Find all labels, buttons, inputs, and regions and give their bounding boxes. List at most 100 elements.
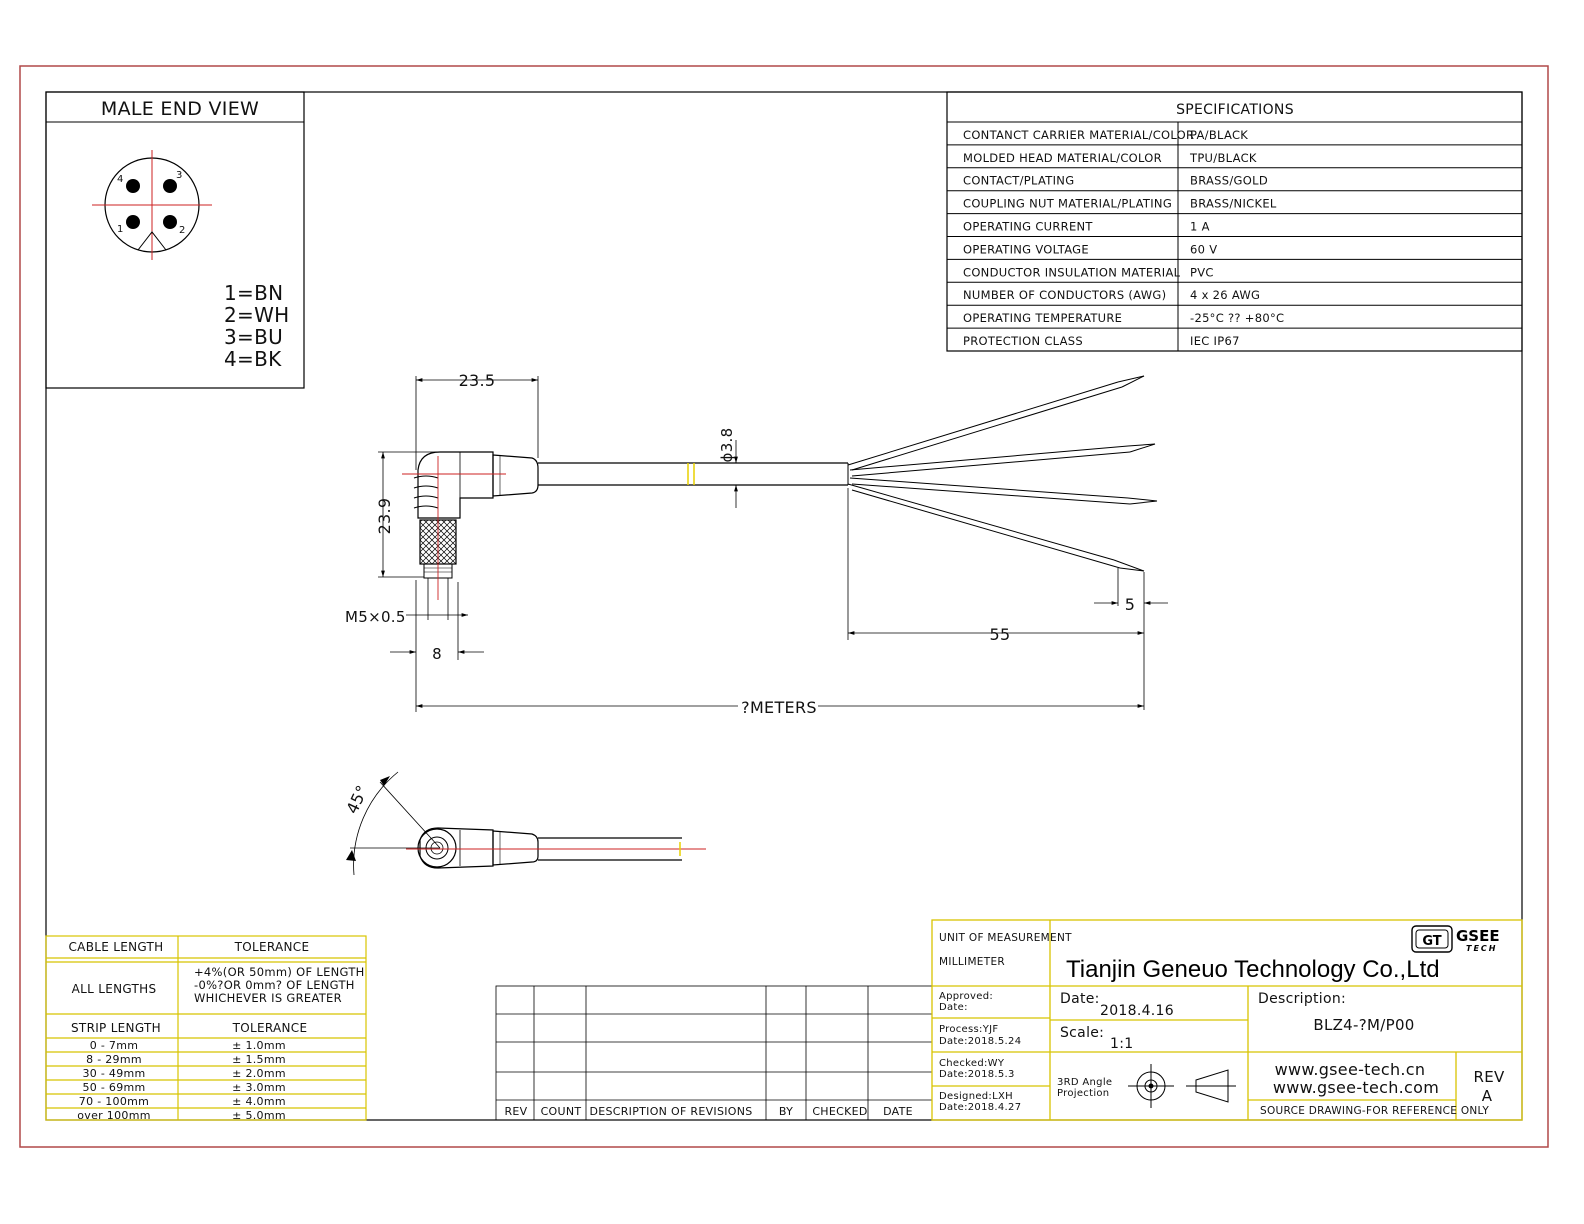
logo-brand: GSEE [1456,927,1500,945]
spec-label: PROTECTION CLASS [963,334,1083,348]
all-lengths-tol-1: +4%(OR 50mm) OF LENGTH [194,965,365,979]
spec-label: CONDUCTOR INSULATION MATERIAL [963,265,1181,279]
strip-tolerance: ± 3.0mm [232,1081,286,1094]
pin-label-4: 4 [117,174,123,185]
spec-value: 1 A [1190,220,1210,234]
wire-code-3: 3=BU [224,325,283,349]
dim-jacket-strip: 55 [990,625,1011,644]
spec-value: BRASS/GOLD [1190,174,1268,188]
spec-grid: CONTANCT CARRIER MATERIAL/COLORPA/BLACKM… [947,122,1522,351]
strip-tolerance: ± 1.5mm [232,1053,286,1066]
description-label: Description: [1258,991,1346,1007]
logo-gt: GT [1422,934,1441,949]
projection-line-1: 3RD Angle [1057,1077,1112,1088]
unit-value: MILLIMETER [939,956,1005,968]
process-date: Date:2018.5.24 [939,1036,1021,1047]
spec-value: -25°C ?? +80°C [1190,311,1284,325]
checked-label: Checked:WY [939,1058,1005,1069]
rev-header-description: DESCRIPTION OF REVISIONS [589,1105,752,1118]
unit-label: UNIT OF MEASUREMENT [939,932,1072,944]
spec-label: OPERATING TEMPERATURE [963,311,1122,325]
website-com: www.gsee-tech.com [1273,1078,1439,1097]
conductor-wires [847,375,1158,572]
source-note: SOURCE DRAWING-FOR REFERENCE ONLY [1260,1105,1489,1117]
all-lengths-label: ALL LENGTHS [72,982,157,996]
gsee-logo: GT GSEE TECH [1411,925,1500,953]
pin-4 [126,179,140,193]
rev-label: REV [1473,1068,1504,1086]
description-value: BLZ4-?M/P00 [1313,1016,1414,1034]
specifications-table: SPECIFICATIONS CONTANCT CARRIER MATERIAL… [946,91,1523,352]
spec-label: CONTANCT CARRIER MATERIAL/COLOR [963,128,1194,142]
strip-tolerance: ± 5.0mm [232,1109,286,1122]
dim-strip: 5 [1125,595,1135,614]
designed-date: Date:2018.4.27 [939,1102,1021,1113]
projection-line-2: Projection [1057,1088,1109,1099]
dim-head-height: 23.9 [375,498,394,535]
website-cn: www.gsee-tech.cn [1275,1060,1426,1079]
dim-cable-diameter: ϕ3.8 [718,428,736,463]
male-end-view-title: MALE END VIEW [101,98,259,120]
strip-tolerance-header: TOLERANCE [232,1021,308,1035]
wire-code-1: 1=BN [224,281,283,305]
rev-value: A [1482,1087,1493,1105]
spec-value: BRASS/NICKEL [1190,197,1277,211]
spec-label: NUMBER OF CONDUCTORS (AWG) [963,288,1166,302]
spec-value: PA/BLACK [1190,128,1248,142]
rev-header-count: COUNT [541,1105,582,1118]
scale-label: Scale: [1060,1025,1104,1041]
male-end-view: MALE END VIEW 4 3 1 2 1=BN 2=WH 3=BU 4=B… [45,91,305,389]
dim-angle: 45° [342,782,372,817]
side-view: 23.5 23.9 ϕ3.8 M5×0.5 8 5 55 ? [345,371,1168,717]
strip-tolerance: ± 4.0mm [232,1095,286,1108]
pin-label-3: 3 [176,170,182,181]
spec-label: COUPLING NUT MATERIAL/PLATING [963,197,1172,211]
process-label: Process:YJF [939,1024,998,1035]
cable-tolerance-header: TOLERANCE [234,940,310,954]
tolerance-table [45,935,367,1121]
third-angle-projection-icon [1128,1064,1236,1108]
rotation-view: 45° [342,771,706,876]
rev-header-date: DATE [883,1105,913,1118]
spec-value: 60 V [1190,242,1217,256]
outer-frame [19,65,1549,1148]
rev-header-by: BY [779,1105,793,1118]
molded-head [417,451,494,519]
designed-label: Designed:LXH [939,1091,1013,1102]
date-value: 2018.4.16 [1100,1003,1174,1019]
pin-2 [163,215,177,229]
spec-value: 4 x 26 AWG [1190,288,1260,302]
approved-label: Approved: [939,991,993,1002]
spec-value: TPU/BLACK [1189,151,1257,165]
strip-range: 50 - 69mm [82,1081,145,1094]
logo-sub: TECH [1466,944,1498,953]
pin-3 [163,179,177,193]
spec-value: IEC IP67 [1190,334,1240,348]
all-lengths-tol-3: WHICHEVER IS GREATER [194,991,342,1005]
spec-label: OPERATING CURRENT [963,220,1093,234]
pin-label-1: 1 [117,224,123,235]
revision-table [495,985,933,1121]
dim-head-length: 23.5 [459,371,496,390]
strip-range: 0 - 7mm [90,1039,139,1052]
strip-tolerance: ± 1.0mm [232,1039,286,1052]
strip-range: 30 - 49mm [82,1067,145,1080]
scale-value: 1:1 [1110,1036,1133,1052]
spec-value: PVC [1190,265,1214,279]
checked-date: Date:2018.5.3 [939,1069,1015,1080]
strip-range: over 100mm [77,1109,150,1122]
dim-thread: M5×0.5 [345,608,406,626]
spec-label: CONTACT/PLATING [963,174,1074,188]
dim-nut-width: 8 [432,645,442,663]
pin-label-2: 2 [179,225,185,236]
cable-length-header: CABLE LENGTH [69,940,164,954]
date-label: Date: [1060,991,1100,1007]
strip-tolerance: ± 2.0mm [232,1067,286,1080]
all-lengths-tol-2: -0%?OR 0mm? OF LENGTH [194,978,355,992]
rev-header-rev: REV [504,1105,527,1118]
dim-total-length: ?METERS [741,698,817,717]
wire-code-4: 4=BK [224,347,282,371]
company-name: Tianjin Geneuo Technology Co.,Ltd [1066,956,1440,983]
wire-code-2: 2=WH [224,303,290,327]
